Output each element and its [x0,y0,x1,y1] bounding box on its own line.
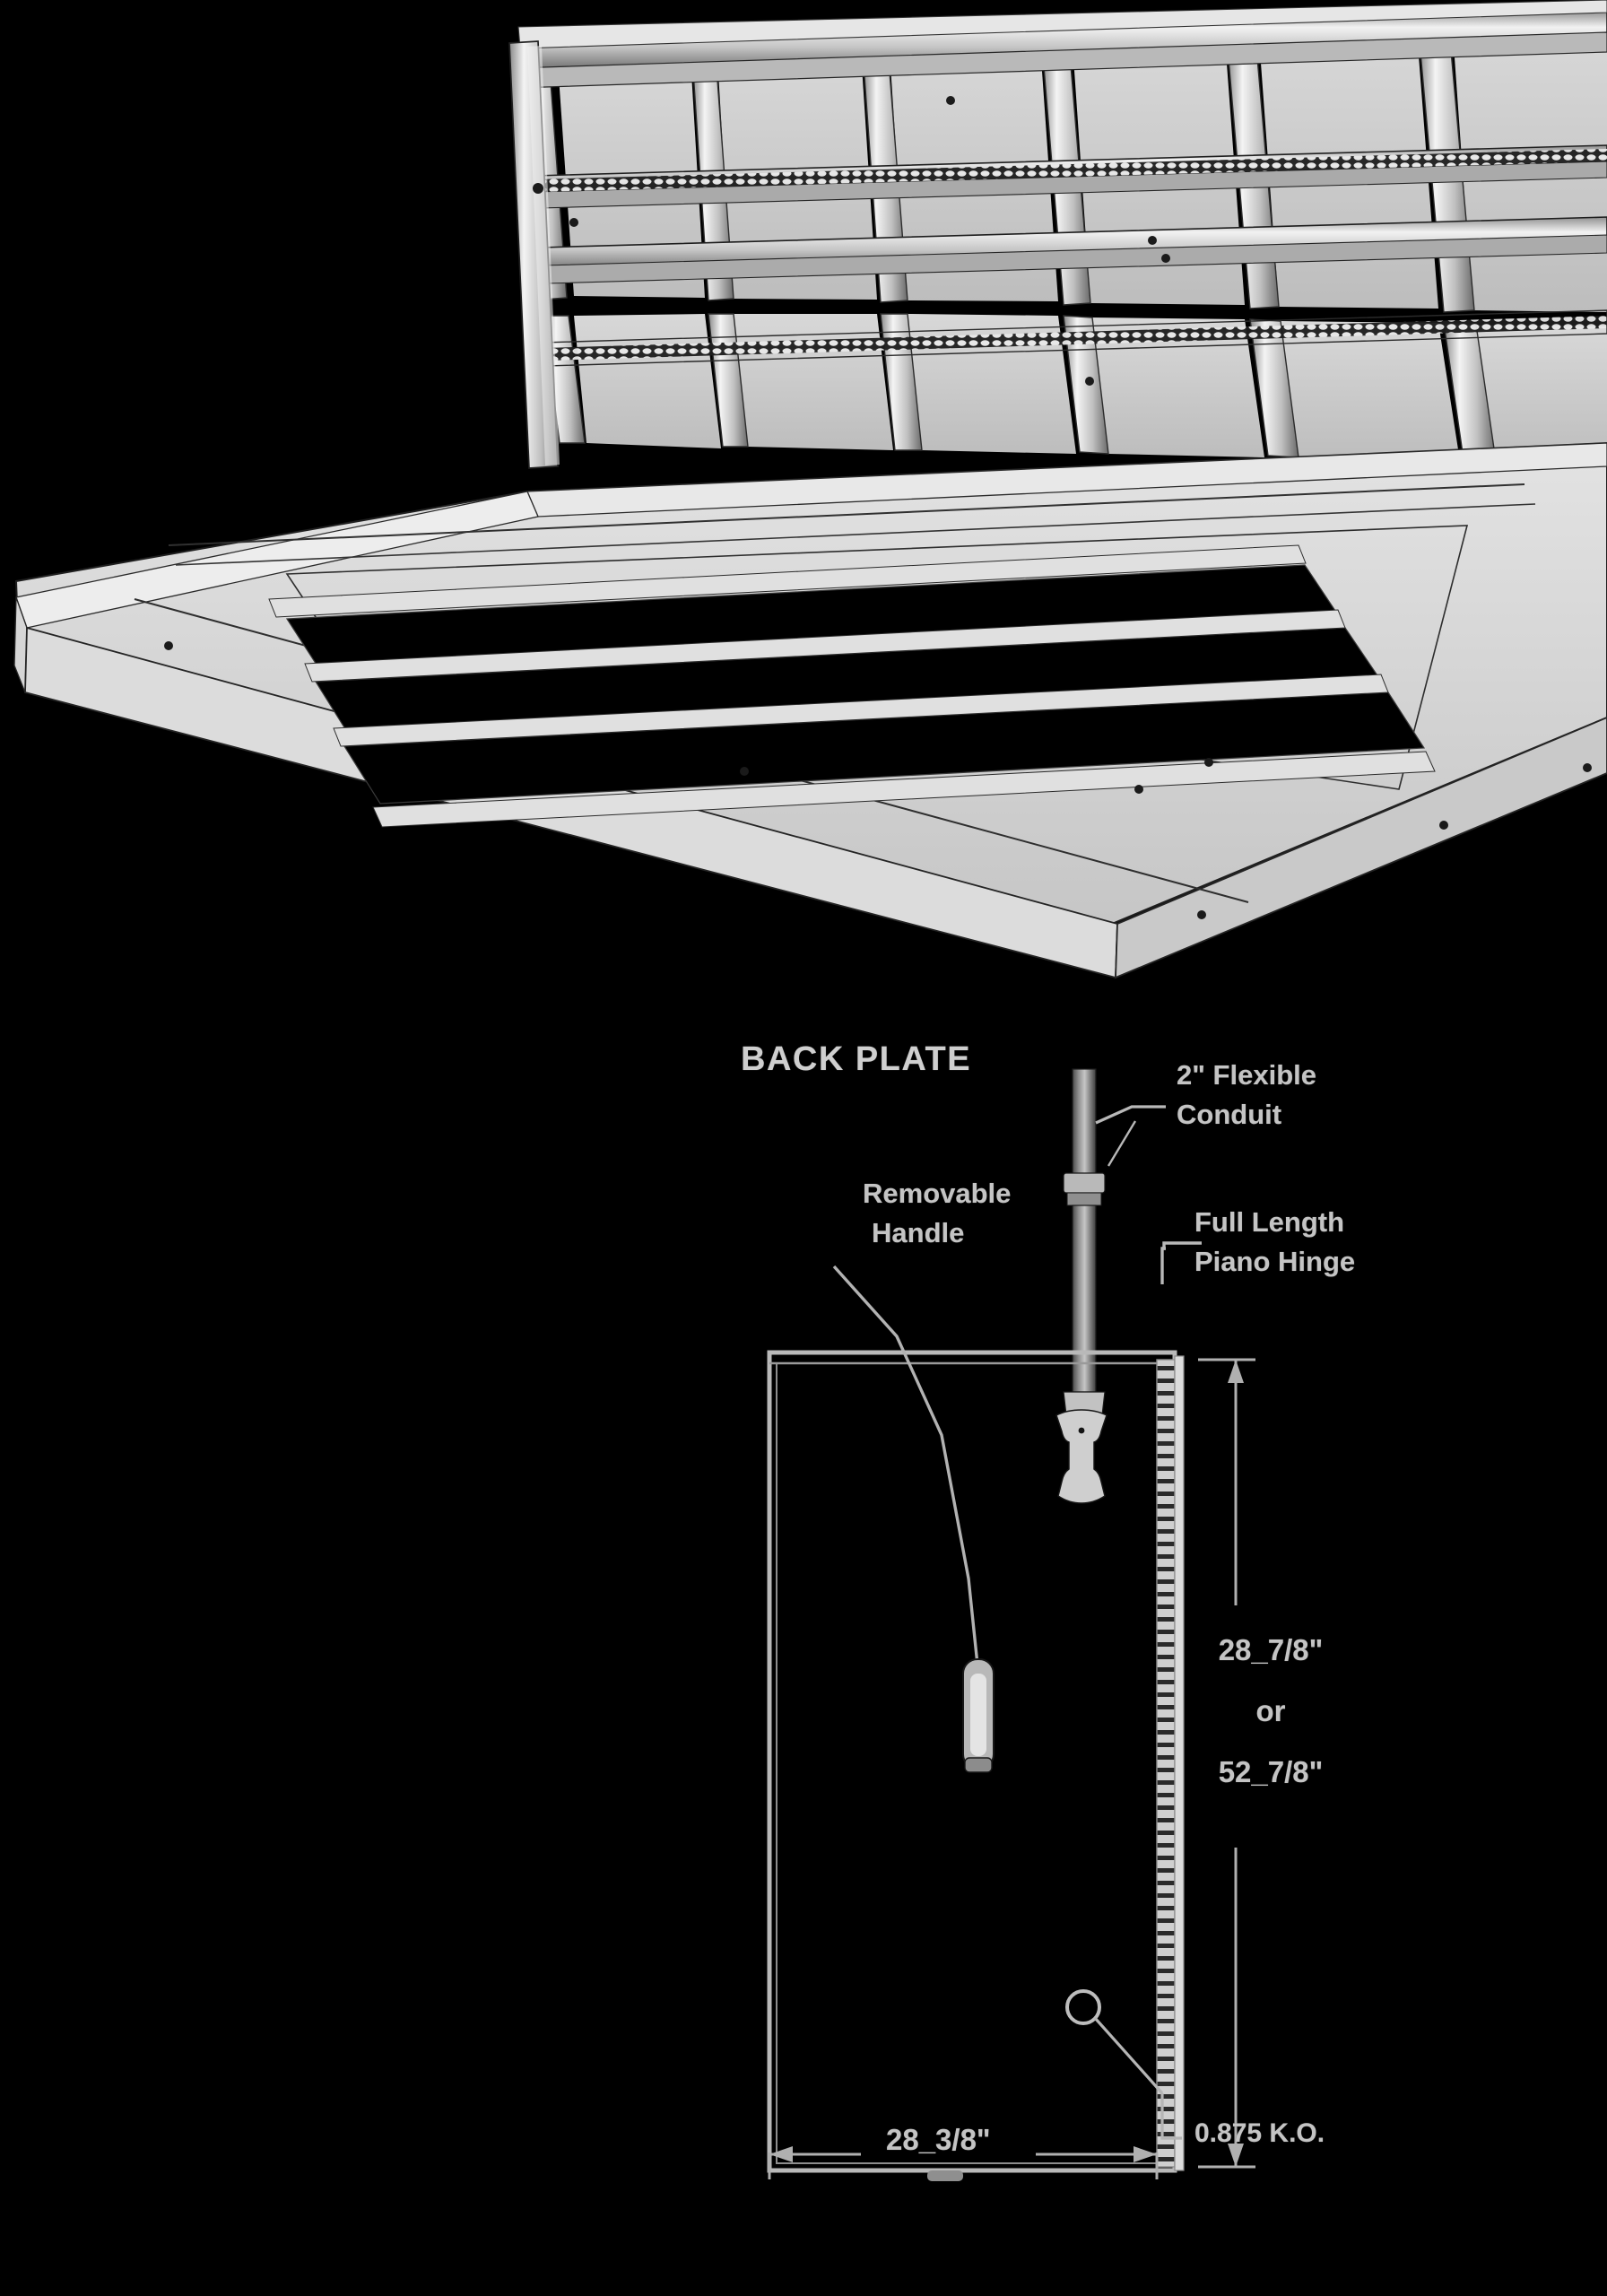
callout-flexible-conduit-line2: Conduit [1177,1099,1282,1130]
height-dimension-line [1198,1358,1255,2169]
callout-piano-hinge-line1: Full Length [1194,1206,1345,1238]
height-dimension-value-primary: 28_7/8" [1218,1633,1324,1666]
knockout-leader [1160,2093,1182,2140]
flexible-conduit-assembly [1055,1068,1166,1504]
height-dimension-separator: or [1255,1694,1286,1727]
isometric-assembly [13,0,1607,979]
deck-slots [285,564,1426,804]
callout-removable-handle-line2: Handle [872,1217,965,1248]
width-dimension-value: 28_3/8" [886,2123,991,2156]
callout-flexible-conduit-line1: 2" Flexible [1177,1059,1316,1091]
knockout-dimension-value: 0.875 K.O. [1194,2118,1325,2148]
threaded-rod-lower [545,316,1607,361]
rear-wall-panels [508,0,1607,469]
threaded-rod-upper [538,149,1607,192]
piano-hinge [1156,1241,1202,2171]
knockout-hole [1065,1989,1164,2095]
removable-handle [832,1265,995,1773]
callout-removable-handle-line1: Removable [863,1178,1012,1209]
back-plate-title: BACK PLATE [741,1040,972,1078]
height-dimension-value-alternate: 52_7/8" [1218,1755,1324,1788]
back-plate-elevation [767,1068,1255,2181]
floor-pan-deck [13,441,1607,979]
callout-piano-hinge-line2: Piano Hinge [1194,1246,1356,1277]
width-dimension-line [768,2146,1159,2181]
